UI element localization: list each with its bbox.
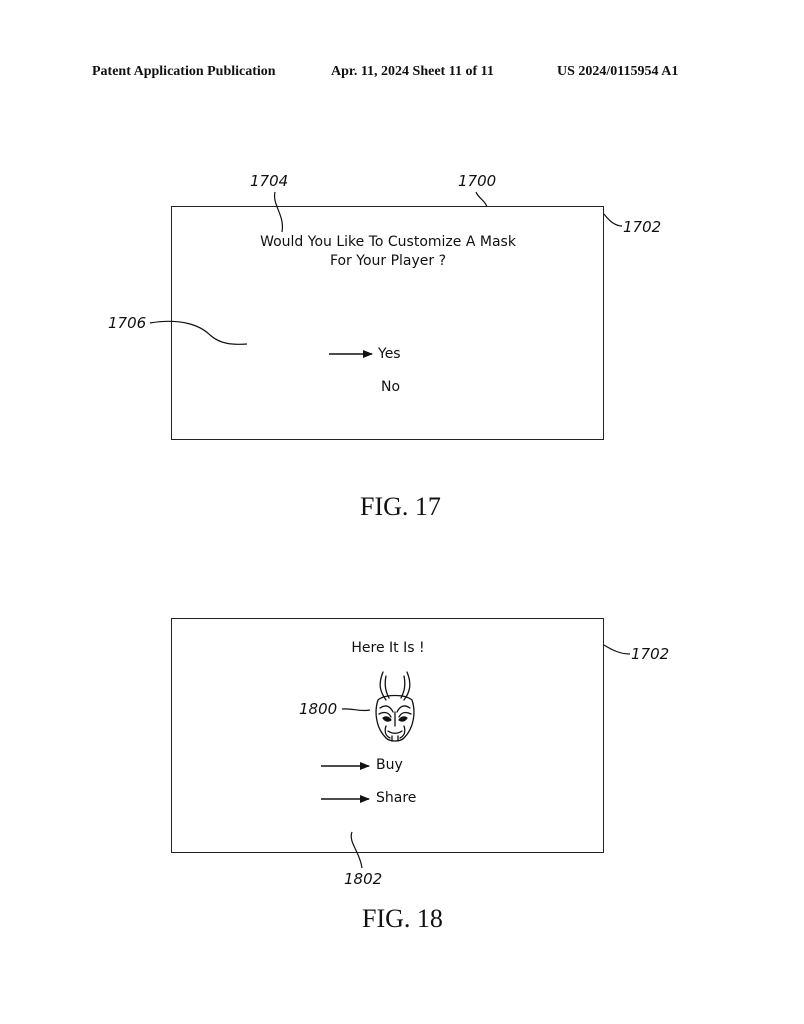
fig17-option-no[interactable]: No <box>381 379 401 395</box>
leader-1700 <box>475 191 488 208</box>
fig17-caption: FIG. 17 <box>360 492 441 521</box>
page-header: Patent Application Publication Apr. 11, … <box>0 64 804 86</box>
ref-1706: 1706 <box>108 314 147 332</box>
date-sheet: Apr. 11, 2024 Sheet 11 of 11 <box>331 64 494 79</box>
fig18-caption: FIG. 18 <box>362 904 443 933</box>
ref-1702-fig17: 1702 <box>623 218 662 236</box>
publication-number: US 2024/0115954 A1 <box>557 64 679 79</box>
ref-1800: 1800 <box>299 700 338 718</box>
ref-1802: 1802 <box>344 870 383 888</box>
publication-label: Patent Application Publication <box>92 64 276 79</box>
ref-1700: 1700 <box>458 172 497 190</box>
fig18-option-buy[interactable]: Buy <box>376 757 403 773</box>
fig18-screen <box>171 618 604 853</box>
leader-1702-17 <box>603 213 623 227</box>
ref-1702-fig18: 1702 <box>631 645 670 663</box>
fig17-prompt-line2: For Your Player ? <box>329 253 447 269</box>
fig18-heading: Here It Is ! <box>351 640 425 656</box>
fig17-prompt-line1: Would You Like To Customize A Mask <box>260 234 516 250</box>
fig18-option-share[interactable]: Share <box>376 790 417 806</box>
leader-1702-18 <box>603 644 631 655</box>
fig17-option-yes[interactable]: Yes <box>378 346 401 362</box>
ref-1704: 1704 <box>250 172 289 190</box>
